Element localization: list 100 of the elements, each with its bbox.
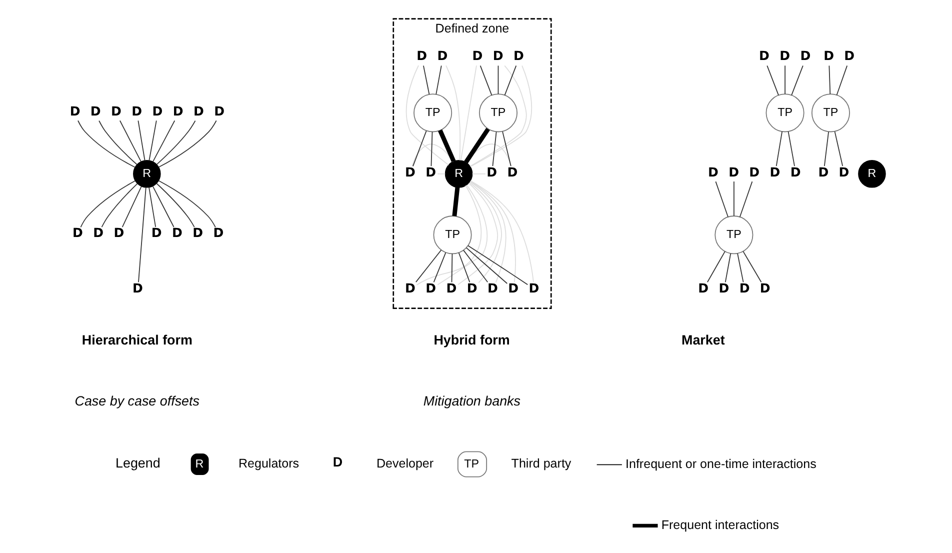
connector (411, 144, 453, 167)
node-text: D (472, 48, 482, 64)
connector (465, 247, 508, 284)
node-text: D (823, 48, 834, 64)
node-text: D (172, 225, 182, 240)
node-circle: TP (432, 216, 472, 254)
connector (458, 252, 470, 283)
node-text: D (416, 48, 427, 64)
node-circle: TP (810, 94, 850, 132)
node-text: D (758, 48, 769, 64)
node-text: D (486, 164, 496, 180)
node-text: D (150, 225, 162, 240)
label: R (194, 457, 204, 470)
connector (823, 131, 828, 167)
legend-label: Regulators (238, 456, 299, 471)
connector (724, 253, 731, 283)
node-text: D (790, 164, 800, 180)
connector (416, 185, 482, 286)
node-circle: TP (765, 94, 804, 132)
node-text: D (838, 164, 849, 180)
connector (787, 131, 794, 166)
connector (77, 120, 135, 168)
node-text: D (698, 280, 708, 296)
connector (152, 186, 174, 228)
legend-label: Developer (376, 456, 434, 471)
connector (121, 186, 142, 228)
label: Case by case offsets (74, 394, 199, 409)
node-circle: R (444, 160, 472, 188)
node-text: D (404, 280, 415, 296)
legend-label: Third party (510, 456, 571, 471)
connector (479, 65, 492, 96)
connector (775, 131, 782, 166)
connector (464, 128, 490, 164)
label: Hierarchical form (81, 332, 192, 348)
node-text: D (818, 164, 828, 180)
label: D (332, 454, 342, 470)
node-text: D (172, 103, 183, 118)
node-text: D (152, 103, 162, 118)
connector (430, 131, 432, 167)
connector (158, 120, 216, 168)
node-circle: R (858, 160, 886, 188)
node-text: D (404, 164, 415, 180)
legend-label: Frequent interactions (660, 518, 779, 532)
connector (98, 120, 137, 165)
connector (435, 65, 442, 95)
node-text: D (486, 280, 498, 296)
connector (502, 131, 511, 166)
connector (405, 65, 449, 166)
node-text: D (718, 280, 729, 296)
connector (492, 131, 496, 167)
connector (432, 252, 446, 283)
connector (148, 120, 156, 161)
connector (784, 65, 785, 94)
legend-label: Infrequent or one-time interactions (625, 457, 816, 472)
node-text: D (492, 48, 503, 64)
connector (152, 120, 175, 162)
node-text: D (212, 225, 224, 240)
connector (414, 250, 442, 282)
connector (706, 250, 725, 283)
connector (790, 65, 803, 96)
connector (436, 173, 446, 174)
connector (736, 253, 744, 283)
connector (834, 131, 843, 166)
connector (497, 65, 498, 94)
connector (457, 182, 498, 286)
node-text: D (110, 103, 121, 118)
node-text: D (131, 103, 142, 118)
connector (714, 181, 728, 218)
connector (80, 180, 136, 228)
connector (470, 180, 516, 283)
label: Legend (115, 455, 160, 470)
node-text: D (132, 280, 142, 296)
connector (733, 181, 734, 216)
label: Mitigation banks (422, 394, 520, 409)
node-text: D (92, 225, 104, 240)
node-text: D (759, 280, 770, 296)
node-text: D (707, 164, 718, 180)
connector (828, 65, 830, 94)
connector (422, 65, 430, 95)
connector (438, 129, 456, 162)
node-circle: TP (413, 94, 452, 132)
node-text: D (436, 48, 448, 64)
node-text: D (466, 280, 477, 296)
connector (100, 183, 138, 228)
node-text: D (800, 48, 810, 64)
node-text: D (728, 164, 738, 180)
node-circle: TP (714, 216, 753, 254)
node-text: D (425, 280, 436, 296)
connector (137, 120, 145, 161)
connector (436, 184, 488, 286)
label: Hybrid form (433, 332, 510, 348)
connector (504, 65, 516, 96)
connector (738, 181, 752, 218)
node-text: D (769, 164, 780, 180)
connector (450, 253, 452, 283)
node-text: D (779, 48, 790, 64)
node-circle: R (132, 160, 160, 188)
node-text: D (738, 280, 750, 296)
connector (445, 65, 460, 161)
node-text: D (844, 48, 854, 64)
